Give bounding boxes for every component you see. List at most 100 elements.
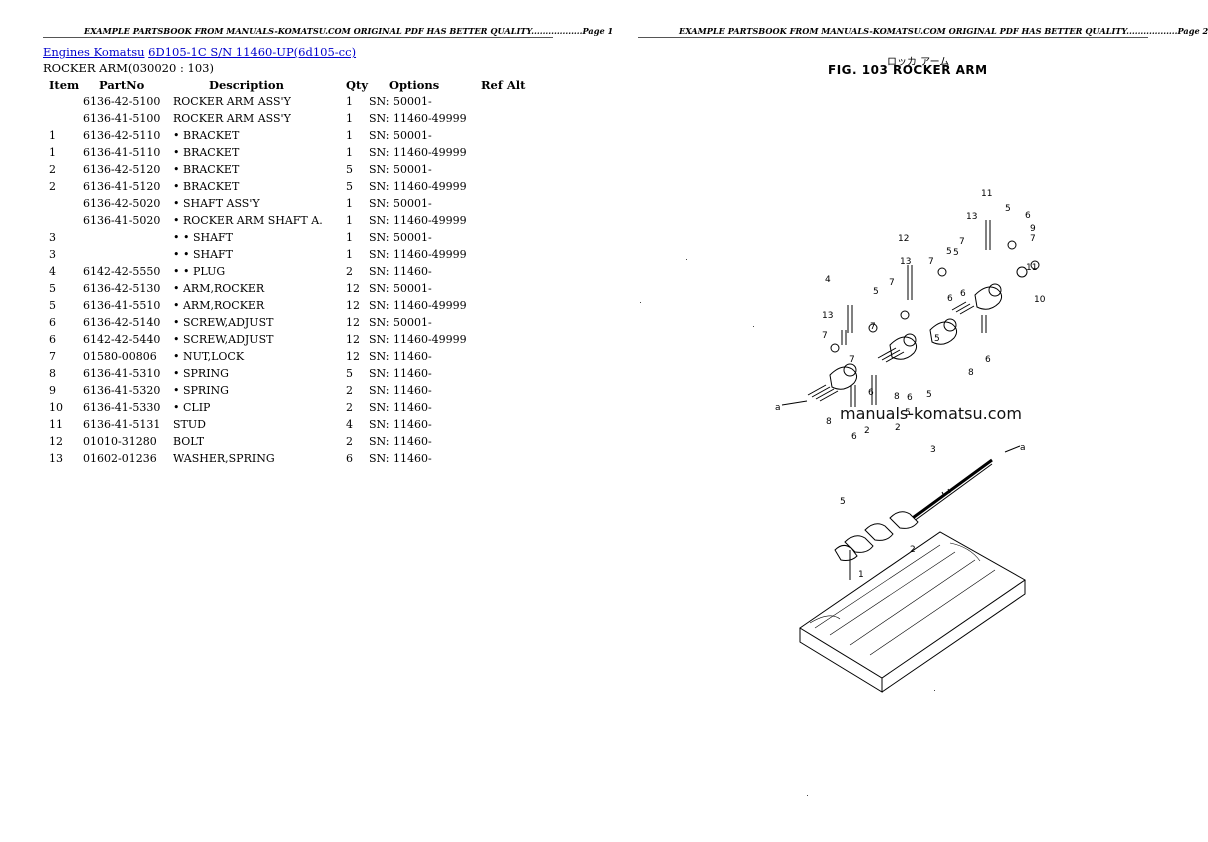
cell-partno: 6142-42-5550 <box>83 265 161 278</box>
breadcrumb-link-engines[interactable]: Engines Komatsu <box>43 45 145 59</box>
cell-ref-alt <box>481 348 525 365</box>
cell-item: 8 <box>49 367 56 380</box>
cell-description: WASHER,SPRING <box>173 452 275 465</box>
cell-ref-alt <box>481 144 525 161</box>
callout-label: 13 <box>900 257 911 267</box>
cell-options: SN: 11460-49999 <box>369 214 467 227</box>
cell-description: • SPRING <box>173 367 229 380</box>
callout-label: 11 <box>1026 263 1037 273</box>
cell-qty: 5 <box>346 367 353 380</box>
cell-description: • ARM,ROCKER <box>173 299 265 312</box>
callout-label: a <box>1020 443 1026 453</box>
callout-label: 12 <box>898 234 909 244</box>
cell-description: • BRACKET <box>173 163 240 176</box>
cell-partno: 6136-42-5110 <box>83 129 161 142</box>
cell-item <box>43 110 83 127</box>
cell-options: SN: 50001- <box>369 231 432 244</box>
callout-label: 5 <box>873 287 879 297</box>
cell-item: 4 <box>49 265 56 278</box>
cell-description: ROCKER ARM ASS'Y <box>173 112 291 125</box>
breadcrumb: Engines Komatsu 6D105-1C S/N 11460-UP(6d… <box>43 45 356 59</box>
cell-description: • BRACKET <box>173 146 240 159</box>
cell-options: SN: 11460-49999 <box>369 299 467 312</box>
header-divider-right <box>638 37 1148 38</box>
cell-partno: 01580-00806 <box>83 350 157 363</box>
cell-description: • SHAFT ASS'Y <box>173 197 260 210</box>
cell-qty: 1 <box>346 112 353 125</box>
cell-qty: 2 <box>346 435 353 448</box>
speck <box>934 690 935 691</box>
cell-partno <box>83 229 173 246</box>
cell-options: SN: 11460-49999 <box>369 180 467 193</box>
cell-item: 9 <box>49 384 56 397</box>
cell-qty: 2 <box>346 401 353 414</box>
callout-label: 4 <box>825 275 831 285</box>
col-header-ref-alt: Ref Alt <box>481 77 526 92</box>
cell-options: SN: 11460-49999 <box>369 333 467 346</box>
cell-description: • • PLUG <box>173 265 226 278</box>
speck <box>686 259 687 260</box>
callout-label: 5 <box>953 248 959 258</box>
callout-label: 6 <box>947 294 953 304</box>
cell-partno: 6136-42-5100 <box>83 95 161 108</box>
cell-item: 1 <box>49 129 56 142</box>
callout-label: 5 <box>905 408 911 418</box>
cell-item: 11 <box>49 418 63 431</box>
cell-options: SN: 50001- <box>369 95 432 108</box>
cell-item: 2 <box>49 163 56 176</box>
cell-item <box>43 195 83 212</box>
watermark: manuals-komatsu.com <box>840 404 1022 423</box>
cell-options: SN: 11460- <box>369 435 432 448</box>
cell-options: SN: 50001- <box>369 163 432 176</box>
callout-label: 7 <box>849 355 855 365</box>
cell-ref-alt <box>481 178 525 195</box>
cell-ref-alt <box>481 212 525 229</box>
upper-rocker-assembly <box>781 220 1040 407</box>
callout-label: 5 <box>840 497 846 507</box>
cell-qty: 2 <box>346 265 353 278</box>
callout-label: 6 <box>960 289 966 299</box>
cell-ref-alt <box>481 450 525 467</box>
cell-description: • ROCKER ARM SHAFT A. <box>173 214 323 227</box>
breadcrumb-link-model[interactable]: 6D105-1C S/N 11460-UP(6d105-cc) <box>148 45 357 59</box>
table-header-row: Item PartNo Description Qty Options Ref … <box>43 76 525 93</box>
callout-label: 5 <box>1005 204 1011 214</box>
cell-partno: 6136-42-5020 <box>83 197 161 210</box>
cell-ref-alt <box>481 127 525 144</box>
cell-description: • BRACKET <box>173 129 240 142</box>
callout-label: 3 <box>930 445 936 455</box>
cell-qty: 1 <box>346 214 353 227</box>
callout-label: 6 <box>907 393 913 403</box>
cell-description: • SPRING <box>173 384 229 397</box>
cell-description: • SCREW,ADJUST <box>173 333 274 346</box>
cell-item: 5 <box>49 282 56 295</box>
page-header-right: EXAMPLE PARTSBOOK FROM MANUALS-KOMATSU.C… <box>679 26 1208 36</box>
cell-item: 6 <box>49 333 56 346</box>
cell-description: • NUT,LOCK <box>173 350 245 363</box>
header-divider-left <box>43 37 553 38</box>
callout-label: 8 <box>826 417 832 427</box>
cell-options: SN: 11460-49999 <box>369 248 467 261</box>
cell-item: 10 <box>49 401 63 414</box>
cell-item: 2 <box>49 180 56 193</box>
cell-partno: 6136-42-5120 <box>83 163 161 176</box>
speck <box>640 302 641 303</box>
callout-label: 8 <box>894 392 900 402</box>
cell-options: SN: 11460- <box>369 350 432 363</box>
callout-label: 11 <box>981 189 992 199</box>
figure-title: FIG. 103 ROCKER ARM <box>828 63 988 77</box>
cell-options: SN: 50001- <box>369 197 432 210</box>
cell-description: STUD <box>173 418 206 431</box>
cell-partno: 6142-42-5440 <box>83 333 161 346</box>
